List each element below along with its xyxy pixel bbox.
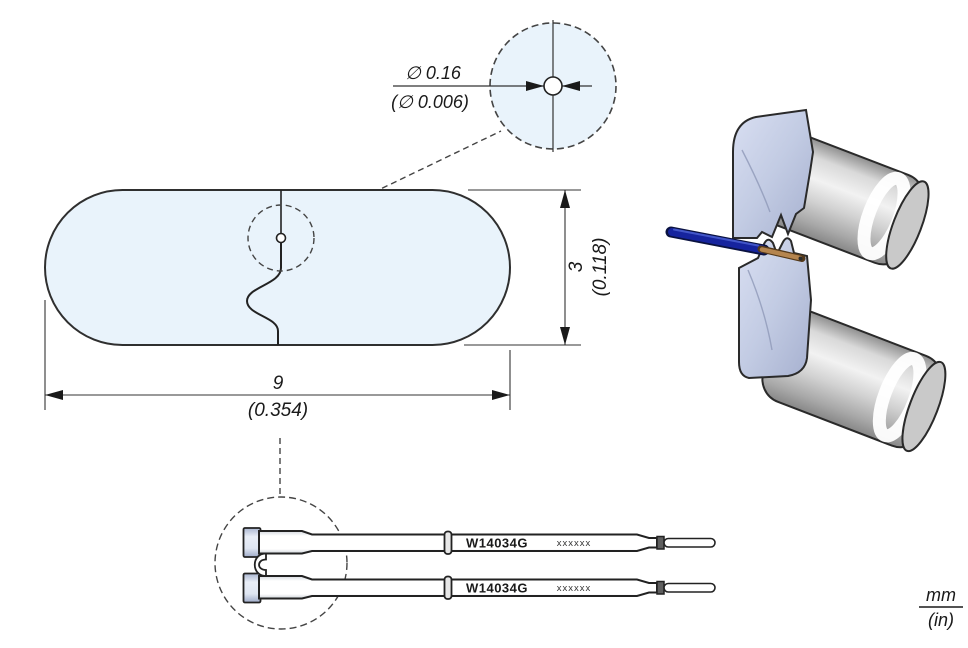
wire-tip-dot — [798, 256, 803, 261]
tip-detail-ring — [247, 204, 315, 272]
cartridge-shaft-lower: W14034G xxxxxx — [258, 575, 716, 600]
width-value-in: (0.354) — [248, 400, 308, 421]
connector-band — [656, 580, 665, 595]
blade-lower-crease — [747, 269, 773, 351]
wire-insulation — [668, 228, 767, 254]
blade-upper — [732, 108, 815, 239]
width-dimension: 9 (0.354) — [44, 300, 511, 421]
diameter-label-in: (∅ 0.006) — [391, 92, 469, 112]
width-value-mm: 9 — [273, 373, 284, 394]
tip-outline — [44, 189, 511, 346]
cartridge-serial-label: xxxxxx — [557, 583, 592, 594]
units-mm: mm — [926, 585, 956, 605]
units-in: (in) — [928, 610, 954, 630]
contact-pin — [663, 537, 716, 548]
arrowhead-right — [492, 390, 510, 400]
height-value-mm: 3 — [566, 261, 587, 272]
hole-detail-view: ∅ 0.16 (∅ 0.006) — [391, 20, 617, 152]
diameter-label-mm: ∅ 0.16 — [405, 63, 462, 83]
blade-lower — [738, 237, 813, 380]
cartridge-model-label: W14034G — [466, 536, 528, 551]
arrowhead-left — [526, 81, 544, 91]
blade-upper-crease — [741, 149, 771, 213]
height-dimension: 3 (0.118) — [464, 189, 611, 346]
cartridge-serial-label: xxxxxx — [557, 538, 592, 549]
wire — [665, 226, 806, 262]
arrowhead-left — [45, 390, 63, 400]
connector-band — [656, 535, 665, 550]
wire-conductor — [759, 247, 803, 261]
arrowhead-right — [562, 81, 580, 91]
shaft-body — [258, 575, 658, 600]
cartridge-model-label: W14034G — [466, 581, 528, 596]
slot-s-curve — [245, 242, 282, 345]
hole-magnified — [543, 76, 563, 96]
units-legend: mm (in) — [919, 585, 963, 630]
shaft-ring — [443, 530, 453, 555]
cartridge-3d-view — [665, 108, 947, 453]
shaft-body — [258, 530, 658, 555]
shaft-ring — [443, 575, 453, 600]
cartridge-shaft-upper: W14034G xxxxxx — [258, 530, 716, 555]
tip-hole — [275, 232, 287, 244]
height-value-in: (0.118) — [590, 238, 611, 297]
blade-tip-upper — [242, 527, 262, 558]
tip-front-view — [44, 189, 511, 346]
contact-pin — [663, 582, 716, 593]
cartridge-detail-ring — [214, 496, 348, 630]
blade-tip-lower — [242, 572, 262, 604]
arrowhead-up — [560, 190, 570, 208]
arrowhead-down — [560, 327, 570, 345]
wire-highlight — [673, 228, 759, 247]
cartridge-pair-side-view: W14034G xxxxxx W14034G xxxxxx — [214, 438, 716, 630]
tip-u-bend — [253, 552, 267, 577]
